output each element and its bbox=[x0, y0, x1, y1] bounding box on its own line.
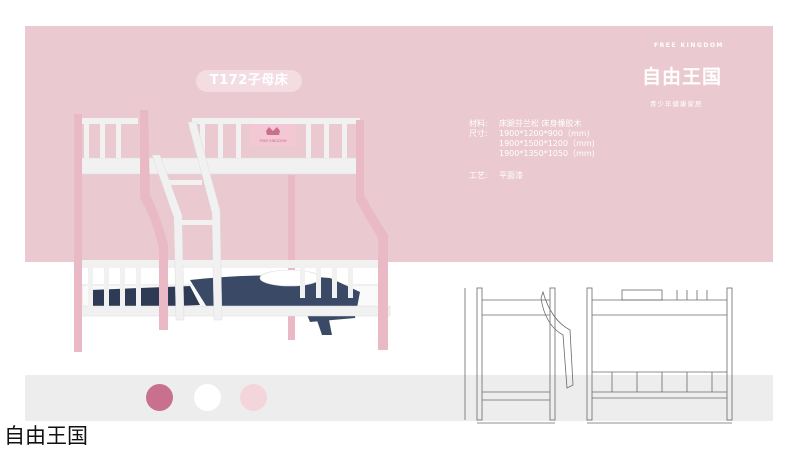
logo-tagline: 青少年健康家居 bbox=[650, 100, 703, 108]
bunk-bed-image: FREE KINGDOM bbox=[74, 110, 391, 352]
color-swatch-white[interactable] bbox=[194, 384, 221, 411]
spec-size-3: 1900*1350*1050（mm) bbox=[499, 149, 595, 158]
brand-logo: FREE KINGDOM 自由王国 青少年健康家居 bbox=[636, 42, 736, 112]
headboard-text: FREE KINGDOM bbox=[259, 139, 286, 143]
front-view-drawing bbox=[586, 287, 733, 424]
color-swatch-light-pink[interactable] bbox=[240, 384, 267, 411]
spec-craft: 工艺:平面漆 bbox=[469, 171, 523, 180]
color-swatch-pink[interactable] bbox=[146, 384, 173, 411]
spec-size: 尺寸:1900*1200*900（mm) bbox=[469, 129, 590, 138]
pink-banner bbox=[25, 26, 773, 262]
spec-list: 材料:床腿芬兰松 床身橡胶木 尺寸:1900*1200*900（mm) 1900… bbox=[469, 119, 595, 181]
model-tag: T172子母床 bbox=[196, 70, 302, 92]
crown-icon bbox=[266, 127, 280, 135]
spec-material: 材料:床腿芬兰松 床身橡胶木 bbox=[469, 119, 582, 128]
spec-size-2: 1900*1500*1200（mm) bbox=[499, 139, 595, 148]
side-view-drawing bbox=[464, 287, 574, 424]
brand-caption: 自由王国 bbox=[4, 424, 88, 448]
logo-name: 自由王国 bbox=[642, 66, 723, 88]
logo-arc-text: FREE KINGDOM bbox=[654, 42, 724, 49]
